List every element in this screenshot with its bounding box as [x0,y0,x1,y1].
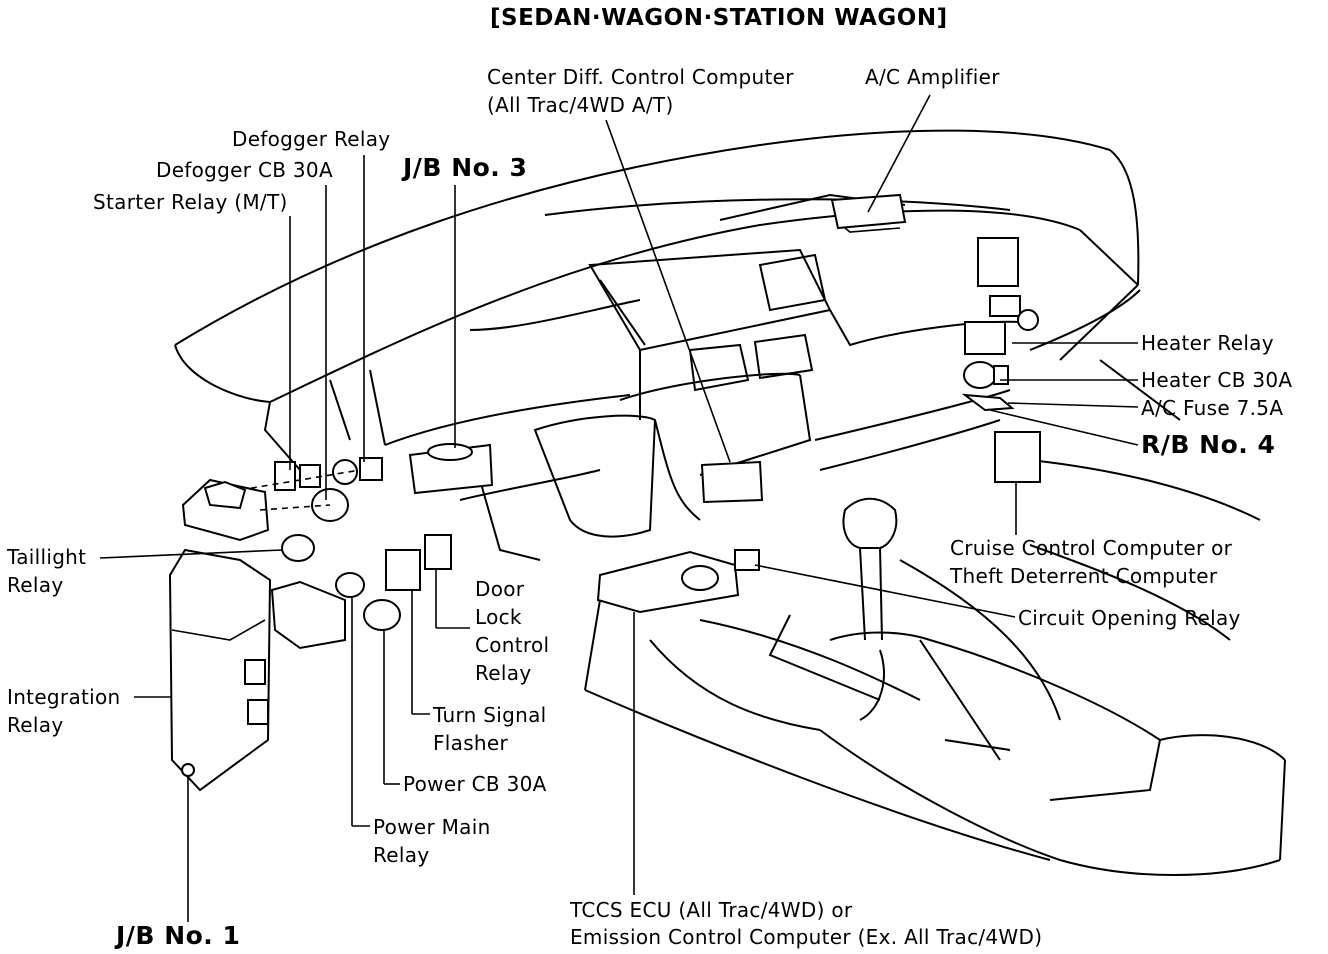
label-circuit-opening-relay: Circuit Opening Relay [1018,606,1241,630]
label-integration-line1: Integration [7,685,121,709]
label-defogger-relay: Defogger Relay [232,127,391,151]
label-door-lock-line3: Control [475,633,550,657]
diagram-title: [SEDAN·WAGON·STATION WAGON] [490,5,948,31]
label-starter-relay: Starter Relay (M/T) [93,190,288,214]
label-turn-signal-line1: Turn Signal [433,703,547,727]
label-center-diff-line2: (All Trac/4WD A/T) [487,93,674,117]
label-jb3: J/B No. 3 [403,153,528,182]
label-tccs-line1: TCCS ECU (All Trac/4WD) or [570,898,853,922]
label-taillight-line1: Taillight [7,545,87,569]
label-door-lock-line2: Lock [475,605,522,629]
label-tccs-line2: Emission Control Computer (Ex. All Trac/… [570,925,1043,949]
label-integration-line2: Relay [7,713,64,737]
label-power-main-line2: Relay [373,843,430,867]
label-defogger-cb: Defogger CB 30A [156,158,333,182]
label-taillight-line2: Relay [7,573,64,597]
ac-amplifier-box [830,193,907,233]
label-power-cb: Power CB 30A [403,772,547,796]
label-rb4: R/B No. 4 [1141,430,1276,459]
cruise-control-computer-box [994,431,1041,483]
leader-lines [99,94,1139,922]
label-power-main-line1: Power Main [373,815,491,839]
center-diff-control-computer-box [700,460,764,504]
heater-relay-group [961,237,1039,412]
label-heater-relay: Heater Relay [1141,331,1274,355]
label-door-lock-line4: Relay [475,661,532,685]
label-ac-amplifier: A/C Amplifier [865,65,1000,89]
label-cruise-line1: Cruise Control Computer or [950,536,1233,560]
label-cruise-line2: Theft Deterrent Computer [950,564,1218,588]
label-jb1: J/B No. 1 [116,921,241,950]
label-ac-fuse: A/C Fuse 7.5A [1141,396,1284,420]
label-center-diff-line1: Center Diff. Control Computer [487,65,794,89]
label-turn-signal-line2: Flasher [433,731,509,755]
label-heater-cb: Heater CB 30A [1141,368,1293,392]
relay-cluster-left [181,457,452,650]
label-door-lock-line1: Door [475,577,525,601]
tccs-ecu-box [596,549,760,614]
jb3-box [408,443,494,495]
jb1-integration-relay-box [168,548,272,792]
